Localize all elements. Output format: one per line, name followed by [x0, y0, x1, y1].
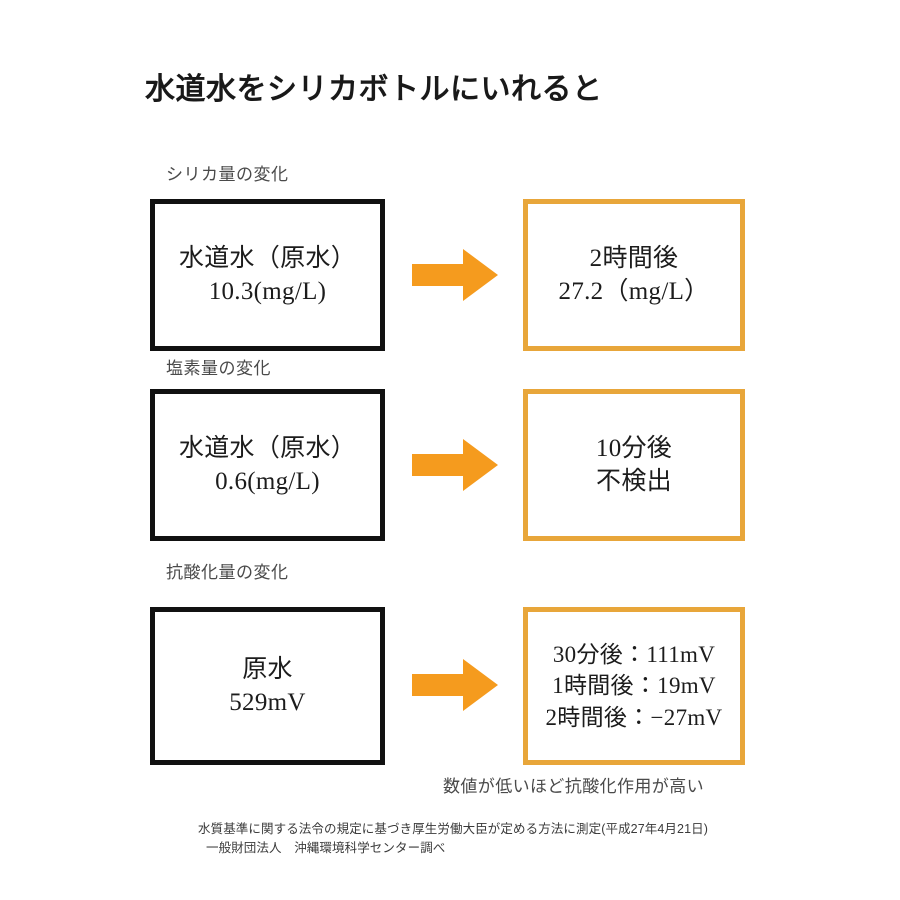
silica-baseline-value: 10.3(mg/L) — [208, 278, 327, 305]
antioxidant-result-2hour: 2時間後：−27mV — [545, 704, 723, 730]
antioxidant-note: 数値が低いほど抗酸化作用が高い — [443, 777, 704, 796]
section-row-chlorine: 水道水（原水） 0.6(mg/L) 10分後 不検出 — [0, 389, 900, 544]
silica-baseline-box: 水道水（原水） 10.3(mg/L) — [150, 199, 385, 351]
footnote-organization: 一般財団法人 沖縄環境科学センター調べ — [206, 841, 446, 856]
section-label-antioxidant: 抗酸化量の変化 — [166, 563, 289, 582]
antioxidant-baseline-value: 529mV — [229, 689, 306, 716]
source-footnotes: 水質基準に関する法令の規定に基づき厚生労働大臣が定める方法に測定(平成27年4月… — [198, 820, 708, 859]
silica-result-box: 2時間後 27.2（mg/L） — [523, 199, 745, 351]
chlorine-baseline-label: 水道水（原水） — [178, 435, 357, 462]
antioxidant-result-30min: 30分後：111mV — [552, 642, 716, 668]
section-label-chlorine: 塩素量の変化 — [166, 359, 271, 378]
footnote-measurement-method: 水質基準に関する法令の規定に基づき厚生労働大臣が定める方法に測定(平成27年4月… — [198, 822, 708, 836]
right-arrow-icon — [410, 245, 500, 305]
section-row-silica: 水道水（原水） 10.3(mg/L) 2時間後 27.2（mg/L） — [0, 199, 900, 354]
chlorine-baseline-value: 0.6(mg/L) — [215, 468, 320, 495]
antioxidant-result-box: 30分後：111mV 1時間後：19mV 2時間後：−27mV — [523, 607, 745, 765]
section-row-antioxidant: 原水 529mV 30分後：111mV 1時間後：19mV 2時間後：−27mV — [0, 607, 900, 767]
antioxidant-baseline-box: 原水 529mV — [150, 607, 385, 765]
chlorine-result-label: 10分後 — [595, 435, 673, 462]
silica-baseline-label: 水道水（原水） — [178, 245, 357, 272]
chlorine-result-box: 10分後 不検出 — [523, 389, 745, 541]
antioxidant-baseline-label: 原水 — [242, 656, 293, 683]
silica-result-label: 2時間後 — [589, 245, 679, 272]
section-label-silica: シリカ量の変化 — [166, 165, 289, 184]
right-arrow-icon — [410, 435, 500, 495]
page-title: 水道水をシリカボトルにいれると — [145, 73, 603, 106]
antioxidant-result-1hour: 1時間後：19mV — [552, 673, 716, 699]
chlorine-baseline-box: 水道水（原水） 0.6(mg/L) — [150, 389, 385, 541]
chlorine-result-value: 不検出 — [596, 468, 672, 495]
right-arrow-icon — [410, 655, 500, 715]
silica-result-value: 27.2（mg/L） — [558, 278, 710, 305]
